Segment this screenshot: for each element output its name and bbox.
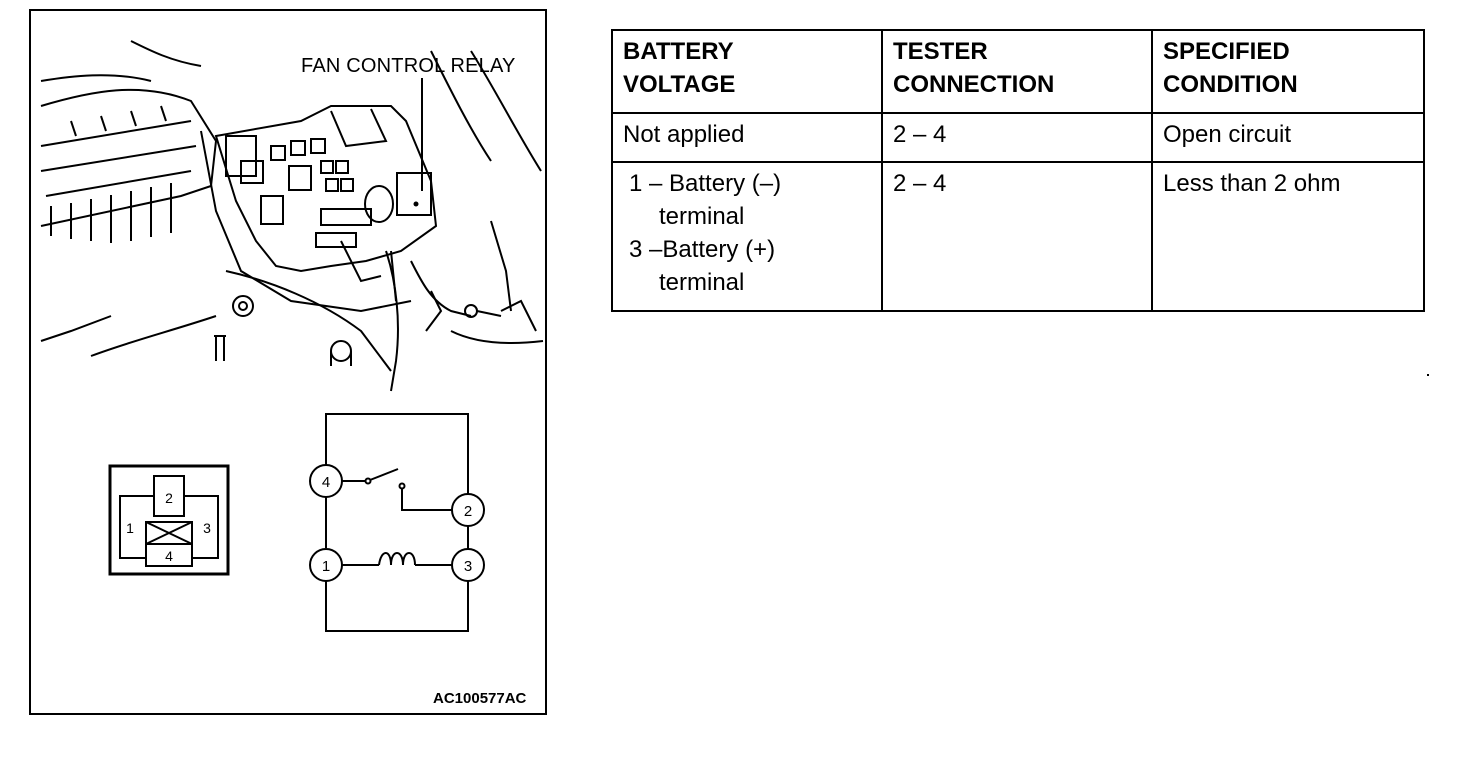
figure-frame: 2 1 3 4 4 2 1 3 FAN CONTROL RELAY AC1 xyxy=(29,9,547,715)
cell-voltage: 1 – Battery (–) terminal 3 –Battery (+) … xyxy=(611,161,883,312)
connector-pin-diagram xyxy=(108,464,230,576)
fan-control-relay-caption: FAN CONTROL RELAY xyxy=(301,55,516,77)
cell-voltage: Not applied xyxy=(611,112,883,163)
header-battery-voltage: BATTERY VOLTAGE xyxy=(611,29,883,114)
pin-4-label: 4 xyxy=(165,548,173,564)
header-tester-connection: TESTER CONNECTION xyxy=(881,29,1153,114)
cell-connection: 2 – 4 xyxy=(881,112,1153,163)
inspection-spec-table: BATTERY VOLTAGE TESTER CONNECTION SPECIF… xyxy=(611,29,1425,312)
engine-bay-drawing xyxy=(40,40,544,392)
cell-condition: Less than 2 ohm xyxy=(1151,161,1425,312)
table-header-row: BATTERY VOLTAGE TESTER CONNECTION SPECIF… xyxy=(611,29,1425,114)
terminal-1-label: 1 xyxy=(322,558,330,575)
cell-connection: 2 – 4 xyxy=(881,161,1153,312)
pin-2-label: 2 xyxy=(165,490,173,506)
figure-code: AC100577AC xyxy=(433,690,527,707)
cell-condition: Open circuit xyxy=(1151,112,1425,163)
table-row: 1 – Battery (–) terminal 3 –Battery (+) … xyxy=(611,161,1425,312)
terminal-3-label: 3 xyxy=(464,558,472,575)
relay-location-illustration: 2 1 3 4 4 2 1 3 xyxy=(40,40,544,632)
terminal-2-label: 2 xyxy=(464,503,472,520)
table-row: Not applied 2 – 4 Open circuit xyxy=(611,112,1425,163)
relay-circuit-schematic xyxy=(309,413,485,632)
stray-dot xyxy=(1427,374,1429,376)
pin-3-label: 3 xyxy=(203,520,211,536)
header-specified-condition: SPECIFIED CONDITION xyxy=(1151,29,1425,114)
pin-1-label: 1 xyxy=(126,520,134,536)
terminal-4-label: 4 xyxy=(322,474,330,491)
